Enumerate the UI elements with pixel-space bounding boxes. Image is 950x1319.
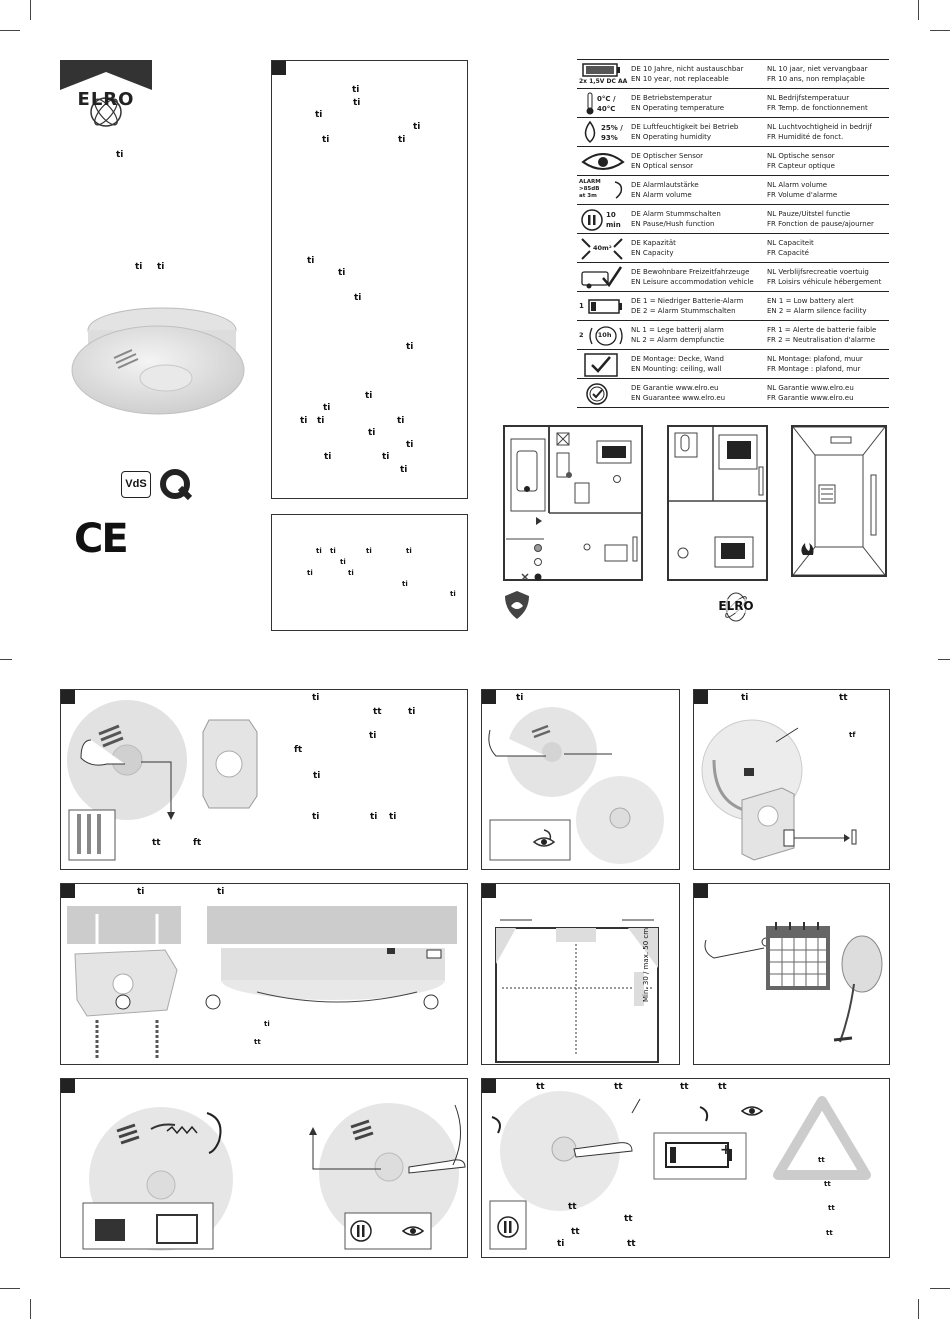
panel-battery-activation	[693, 689, 890, 870]
brand-name: ELRO	[77, 89, 135, 110]
fold-mark	[938, 659, 950, 660]
panel-installation	[60, 883, 468, 1065]
pause-icon: 10 min	[579, 207, 625, 232]
text-panel-1	[271, 60, 468, 499]
text-panel-2	[271, 514, 468, 631]
ligature-text: ti	[340, 558, 346, 566]
ligature-text: ti	[398, 135, 406, 145]
brand-logo: ELRO	[60, 60, 152, 135]
ligature-text: ti	[315, 110, 323, 120]
ligature-text: ti	[368, 428, 376, 438]
ligature-text: ti	[406, 547, 412, 555]
panel-test-button	[481, 689, 680, 870]
alarm-volume-icon: ALARM >85dB at 3m	[579, 178, 625, 203]
panel-number-marker	[272, 61, 286, 75]
ligature-text: ti	[365, 391, 373, 401]
panel-maintenance	[693, 883, 890, 1065]
ligature-text: ti	[116, 150, 124, 160]
footer-brand-logo: ELRO	[712, 590, 760, 624]
guarantee-icon	[579, 381, 625, 406]
ligature-text: ti	[135, 262, 143, 272]
ligature-text: ti	[157, 262, 165, 272]
ligature-text: ti	[307, 256, 315, 266]
ligature-text: ti	[330, 547, 336, 555]
ligature-text: ti	[317, 416, 325, 426]
ligature-text: ti	[323, 403, 331, 413]
humidity-icon: 25% / 93%	[579, 120, 625, 145]
crop-mark	[918, 1299, 919, 1319]
ce-mark: CE	[74, 516, 129, 562]
battery-icon: 2x 1,5V DC AA	[579, 62, 627, 87]
ligature-text: ti	[352, 85, 360, 95]
crop-mark	[930, 30, 950, 31]
crop-mark	[30, 0, 31, 20]
vehicle-check-icon	[579, 265, 625, 290]
fold-mark	[0, 659, 12, 660]
ligature-text: ti	[382, 452, 390, 462]
ligature-text: ti	[322, 135, 330, 145]
ligature-text: ti	[354, 293, 362, 303]
vds-logo: VdS	[121, 471, 151, 498]
ligature-text: ti	[300, 416, 308, 426]
ligature-text: ti	[402, 580, 408, 588]
panel-low-battery-hush: +	[481, 1078, 890, 1258]
hush-10h-icon: 2 10h	[579, 323, 625, 348]
crop-mark	[930, 1288, 950, 1289]
ligature-text: ti	[348, 569, 354, 577]
ligature-text: ti	[316, 547, 322, 555]
low-battery-icon: 1	[579, 294, 625, 319]
smoke-detector-image	[70, 296, 248, 420]
ligature-text: ti	[338, 268, 346, 278]
ligature-text: ti	[324, 452, 332, 462]
q-mark-logo	[158, 466, 194, 502]
capacity-icon: 40m²	[579, 236, 625, 261]
ligature-text: ti	[397, 416, 405, 426]
floor-plan-first	[667, 425, 768, 581]
ligature-text: ti	[406, 342, 414, 352]
spec-table	[577, 59, 889, 60]
panel-false-alarm	[60, 1078, 468, 1258]
ligature-text: ti	[366, 547, 372, 555]
eye-icon	[579, 149, 625, 174]
spec-row-humidity: 25% / 93% DE Luftfeuchtigkeit bei Betrie…	[577, 118, 889, 147]
shield-logo	[503, 590, 531, 620]
ligature-text: ti	[400, 465, 408, 475]
battery-plus-sign: +	[720, 1142, 732, 1158]
ligature-text: ti	[406, 440, 414, 450]
panel-placement: Min. 30 / max. 50 cm	[481, 883, 680, 1065]
panel-mounting-plate	[60, 689, 468, 870]
thermometer-icon: 0°C / 40°C	[579, 91, 625, 116]
spec-row-battery: 2x 1,5V DC AA DE 10 Jahre, nicht austaus…	[577, 60, 889, 89]
ligature-text: ti	[413, 122, 421, 132]
mounting-icon	[579, 352, 625, 377]
crop-mark	[0, 30, 20, 31]
floor-plan-legend	[500, 512, 548, 587]
floor-plan-ground	[503, 425, 643, 581]
placement-distance-note: Min. 30 / max. 50 cm	[642, 927, 650, 1002]
ligature-text: ti	[450, 590, 456, 598]
crop-mark	[918, 0, 919, 20]
floor-plan-attic	[791, 425, 887, 577]
crop-mark	[0, 1288, 20, 1289]
ligature-text: ti	[307, 569, 313, 577]
crop-mark	[30, 1299, 31, 1319]
ligature-text: ti	[353, 98, 361, 108]
